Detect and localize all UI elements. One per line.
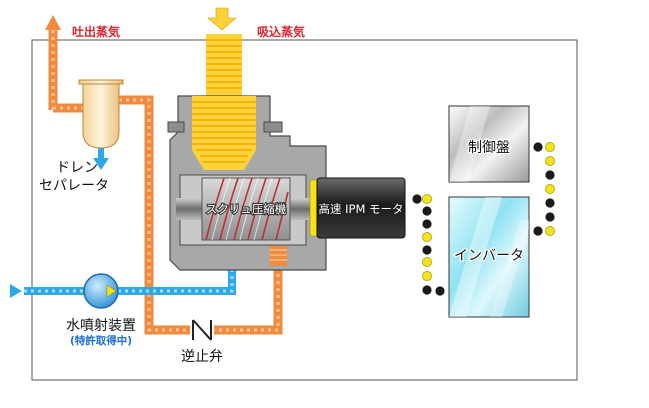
pump-icon — [106, 284, 117, 298]
inverter-label: インバータ — [454, 248, 524, 264]
intake-funnel — [192, 96, 256, 170]
discharge-steam-label: 吐出蒸気 — [72, 24, 120, 39]
screw-compressor-label: スクリュ圧縮機 — [206, 202, 287, 216]
control-panel-label: 制御盤 — [468, 140, 510, 156]
water-injector-pump — [83, 273, 119, 309]
discharge-pipe — [48, 28, 283, 335]
discharge-arrow-icon — [45, 15, 61, 30]
patent-pending-label: (特許取得中) — [70, 334, 132, 347]
system-boundary — [31, 39, 578, 381]
water-injector-label: 水噴射装置 — [66, 318, 136, 334]
shaft-left — [176, 198, 202, 220]
intake-steam-label: 吸込蒸気 — [257, 24, 305, 39]
drain-separator-label-line1: ドレン — [56, 160, 98, 176]
cable-panel-inverter — [533, 142, 555, 236]
inverter — [448, 196, 530, 318]
intake-arrow-icon — [207, 7, 237, 31]
water-inlet-arrow-icon — [10, 284, 22, 298]
cable-motor-inverter — [412, 194, 445, 296]
drain-separator — [78, 79, 124, 149]
water-pipe — [24, 148, 236, 295]
screw-rotor — [201, 177, 291, 241]
ipm-motor-label: 高速 IPM モータ — [318, 202, 403, 216]
control-panel — [448, 105, 530, 183]
drain-arrow-icon — [93, 158, 109, 170]
ipm-motor — [316, 177, 406, 239]
check-valve-label: 逆止弁 — [181, 349, 223, 365]
check-valve — [190, 319, 214, 341]
shaft-right — [288, 198, 312, 220]
discharge-port — [270, 246, 287, 266]
intake-duct — [206, 34, 242, 96]
drain-separator-label-line2: セパレータ — [39, 178, 109, 194]
motor-flange — [309, 179, 318, 237]
